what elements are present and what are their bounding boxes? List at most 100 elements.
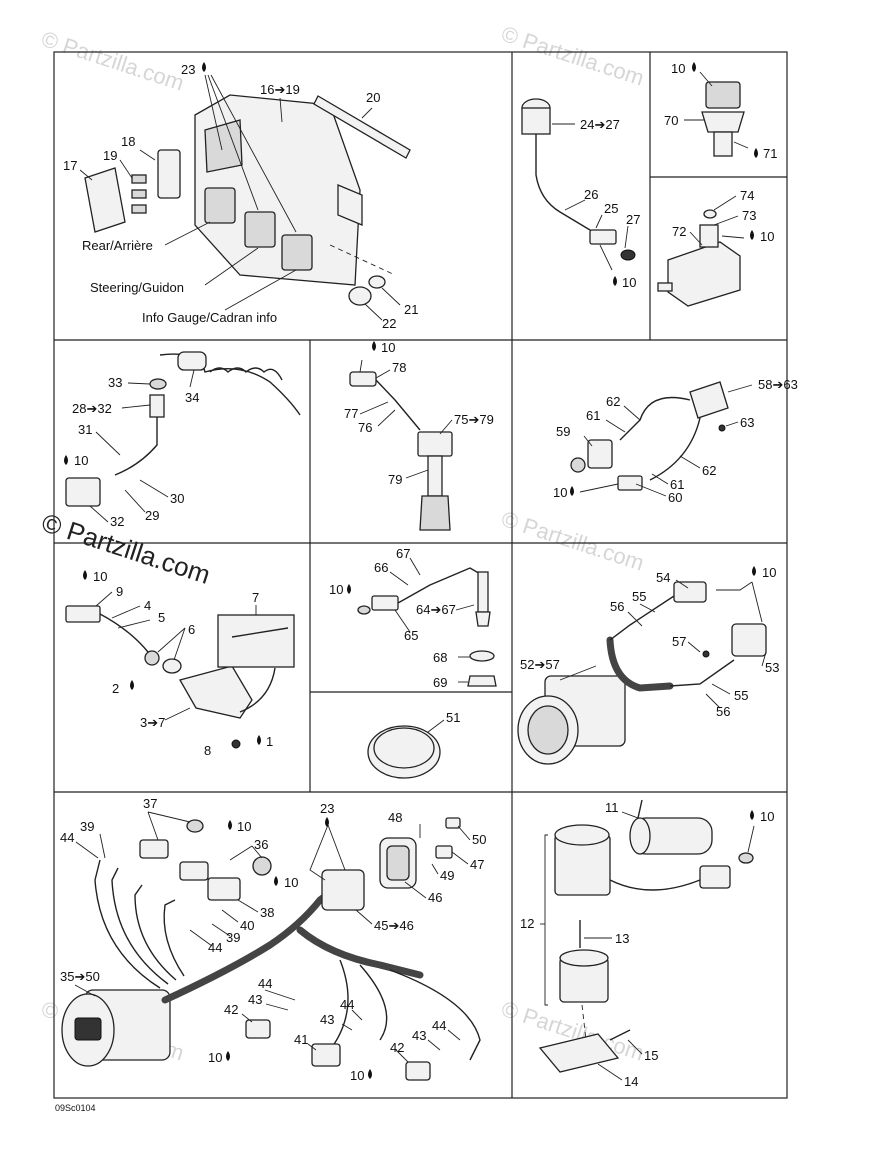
- heater-wire: [609, 879, 701, 891]
- leader-line: [733, 141, 749, 149]
- gauge-harness: [606, 636, 674, 692]
- callout-50: 50: [472, 832, 486, 847]
- callout-29: 29: [145, 508, 159, 523]
- module-58: [689, 381, 729, 419]
- lubricant-drop-icon: [570, 486, 574, 496]
- callout-20: 20: [366, 90, 380, 105]
- caption-steering: Steering/Guidon: [90, 280, 184, 295]
- module-wire: [649, 417, 701, 481]
- nut-74: [703, 209, 717, 219]
- plug-50: [445, 817, 461, 829]
- callout-4: 4: [144, 598, 151, 613]
- callout-77: 77: [344, 406, 358, 421]
- callout-2: 2: [112, 681, 119, 696]
- callout-62: 62: [702, 463, 716, 478]
- callout-25: 25: [604, 201, 618, 216]
- caption-rear: Rear/Arrière: [82, 238, 153, 253]
- callout-40: 40: [240, 918, 254, 933]
- leader-line: [404, 881, 427, 899]
- callout-75-79: 75➔79: [454, 412, 494, 427]
- leader-line: [95, 591, 113, 607]
- lubricant-drop-icon: [274, 876, 278, 886]
- callout-57: 57: [672, 634, 686, 649]
- callout-23: 23: [320, 801, 334, 816]
- leader-line: [679, 455, 701, 469]
- callout-30: 30: [170, 491, 184, 506]
- callout-43: 43: [248, 992, 262, 1007]
- panel-sensor-24-27: 24➔27 26 25 27 10: [521, 98, 640, 290]
- leader-line: [623, 405, 641, 421]
- gauge-dial: [527, 705, 569, 755]
- callout-24-27: 24➔27: [580, 117, 620, 132]
- info-gauge-display: [74, 1017, 102, 1041]
- callout-11: 11: [605, 800, 619, 815]
- info-gauge-connector: [281, 234, 313, 271]
- switch-thread: [713, 131, 733, 157]
- panel-info-gauge-harness: 37 39 44 10 36 10 38 40 39 44 23 48 50 4…: [60, 796, 486, 1083]
- leader-line: [351, 1009, 363, 1021]
- callout-42: 42: [224, 1002, 238, 1017]
- callout-79: 79: [388, 472, 402, 487]
- callout-15: 15: [644, 1048, 658, 1063]
- leader-line: [309, 824, 329, 881]
- callout-10: 10: [284, 875, 298, 890]
- leader-line: [251, 845, 263, 859]
- fuse-19: [131, 189, 147, 199]
- leader-line: [451, 851, 469, 865]
- leader-line: [364, 303, 383, 321]
- leader-line: [327, 824, 346, 871]
- solenoid-stem: [699, 224, 719, 248]
- callout-10: 10: [381, 340, 395, 355]
- callout-44: 44: [340, 997, 354, 1012]
- pin-57: [702, 650, 710, 658]
- callout-16-19: 16➔19: [260, 82, 300, 97]
- callout-19: 19: [103, 148, 117, 163]
- seal-36: [252, 856, 272, 876]
- callout-59: 59: [556, 424, 570, 439]
- callout-36: 36: [254, 837, 268, 852]
- sensor-wire: [375, 379, 421, 431]
- callout-33: 33: [108, 375, 122, 390]
- harness-wire: [163, 899, 185, 977]
- grip-end: [629, 817, 651, 855]
- callout-70: 70: [664, 113, 678, 128]
- leader-line: [157, 627, 186, 653]
- callout-10: 10: [553, 485, 567, 500]
- connector-36: [179, 861, 209, 881]
- callout-45-46: 45➔46: [374, 918, 414, 933]
- harness-wire: [134, 884, 177, 981]
- leader-line: [409, 557, 421, 576]
- leader-line: [279, 97, 283, 123]
- leader-line: [121, 404, 151, 409]
- leader-line: [639, 603, 656, 613]
- sensor-wire: [535, 134, 601, 237]
- leader-line: [111, 605, 141, 619]
- leader-line: [75, 841, 99, 859]
- seal-37: [186, 819, 204, 833]
- leader-line: [117, 619, 151, 629]
- leader-line: [627, 611, 643, 627]
- switch-wire: [239, 667, 276, 713]
- callout-27: 27: [626, 212, 640, 227]
- leader-line: [204, 74, 223, 151]
- steering-connector: [244, 211, 276, 248]
- clamp-ring-top: [559, 949, 609, 967]
- seal-10: [357, 605, 371, 615]
- lubricant-drop-icon: [750, 810, 754, 820]
- leader-line: [689, 231, 703, 246]
- callout-47: 47: [470, 857, 484, 872]
- callout-10: 10: [760, 229, 774, 244]
- harness-wire: [94, 859, 161, 989]
- leader-line: [89, 505, 109, 523]
- callout-23: 23: [181, 62, 195, 77]
- sensor-body: [521, 107, 551, 135]
- nut-22: [348, 286, 372, 306]
- callout-39: 39: [226, 930, 240, 945]
- callout-49: 49: [440, 868, 454, 883]
- connector-59: [587, 439, 613, 469]
- lubricant-drop-icon: [613, 276, 617, 286]
- sensor-wire: [397, 567, 483, 604]
- panel-sensor-75-79: 10 78 77 76 75➔79 79: [344, 340, 494, 531]
- seal-59: [570, 457, 586, 473]
